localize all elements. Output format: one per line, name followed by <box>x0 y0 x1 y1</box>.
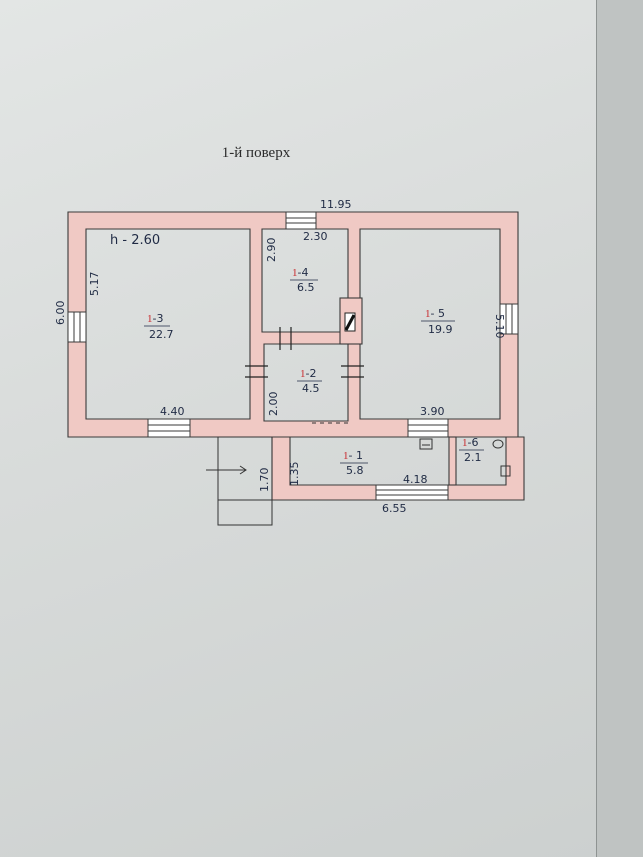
dim-overall-length: 11.95 <box>320 198 352 211</box>
svg-text:5.8: 5.8 <box>346 464 364 477</box>
room-1-2-label: 1-2 4.5 <box>297 367 322 395</box>
svg-text:19.9: 19.9 <box>428 323 453 336</box>
window-extension <box>375 484 449 501</box>
shower <box>500 465 511 477</box>
svg-text:22.7: 22.7 <box>149 328 174 341</box>
dimension-labels: 11.95 h - 2.60 2.30 6.00 5.17 2.90 5.10 … <box>54 198 506 515</box>
svg-text:1-6: 1-6 <box>462 436 478 449</box>
svg-text:1- 1: 1- 1 <box>343 449 363 462</box>
fixtures <box>419 438 511 477</box>
window-right <box>499 303 519 335</box>
dim-room-1-1-width: 1.35 <box>288 462 301 487</box>
window-left <box>67 311 87 343</box>
room-1-3-label: 1-3 22.7 <box>144 312 174 341</box>
svg-text:1-2: 1-2 <box>300 367 316 380</box>
dim-porch-depth: 1.70 <box>258 468 271 493</box>
porch-outline <box>217 436 273 526</box>
svg-text:1-4: 1-4 <box>292 266 308 279</box>
dim-room-1-3-length: 4.40 <box>160 405 185 418</box>
room-1-6-label: 1-6 2.1 <box>459 436 484 464</box>
svg-text:6.5: 6.5 <box>297 281 315 294</box>
dim-extension-length: 6.55 <box>382 502 407 515</box>
windows <box>67 211 519 501</box>
dim-room-1-5-length: 3.90 <box>420 405 445 418</box>
dim-room-1-5-width: 5.10 <box>493 314 506 339</box>
porch <box>206 436 273 526</box>
dim-room-1-3-width: 5.17 <box>88 272 101 297</box>
page-edge <box>596 0 643 857</box>
room-labels: 1-3 22.7 1-4 6.5 1- 5 19.9 1-2 4.5 1- 1 … <box>144 266 484 477</box>
floor-title: 1-й поверх <box>221 145 291 161</box>
svg-text:1-3: 1-3 <box>147 312 163 325</box>
dim-room-1-4-length: 2.30 <box>303 230 328 243</box>
walls <box>67 211 525 501</box>
partition-bath <box>448 436 457 486</box>
door-ticks <box>245 327 364 378</box>
svg-text:2.1: 2.1 <box>464 451 482 464</box>
room-1-4-label: 1-4 6.5 <box>290 266 318 294</box>
toilet <box>492 439 504 449</box>
sink <box>419 438 433 450</box>
svg-text:1- 5: 1- 5 <box>425 307 445 320</box>
room-1-5-label: 1- 5 19.9 <box>421 307 455 336</box>
dim-room-1-1-length: 4.18 <box>403 473 428 486</box>
dim-room-1-4-width: 2.90 <box>265 238 278 263</box>
window-bottom-left <box>147 418 191 438</box>
window-top <box>285 211 317 230</box>
room-1-1-label: 1- 1 5.8 <box>340 449 368 477</box>
dim-overall-width: 6.00 <box>54 301 67 326</box>
window-bottom-right <box>407 418 449 438</box>
svg-text:4.5: 4.5 <box>302 382 320 395</box>
ceiling-height: h - 2.60 <box>110 233 160 248</box>
dim-room-1-2-width: 2.00 <box>267 392 280 417</box>
